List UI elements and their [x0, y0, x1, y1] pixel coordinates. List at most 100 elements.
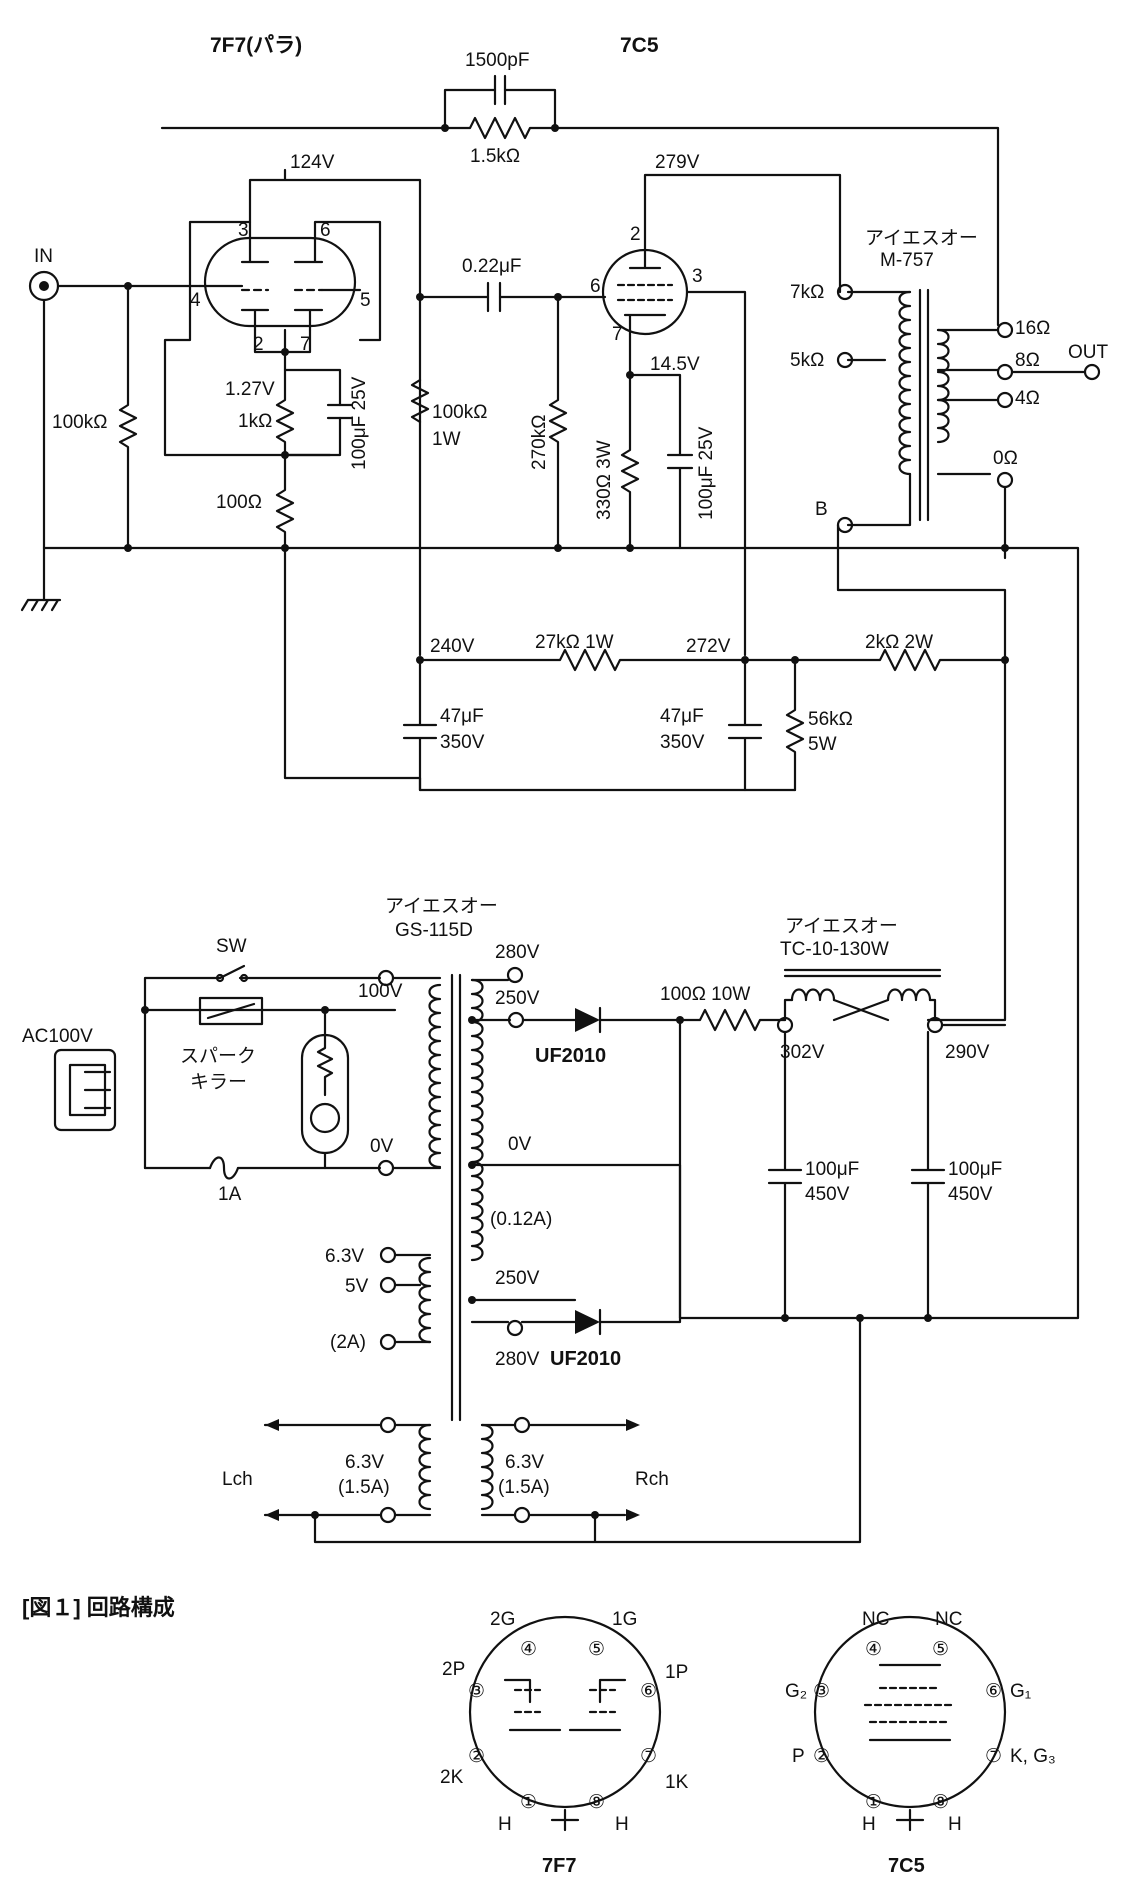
input-section: 100kΩ IN: [20, 246, 202, 612]
pin7c5-g2: G₂: [785, 1681, 807, 1702]
ot-primary-5k: 5kΩ: [790, 350, 824, 371]
mains-section: SW スパーク キラー 1A AC100V: [22, 936, 397, 1205]
pt-lch: Lch: [222, 1469, 253, 1490]
pin7f7-2g: 2G: [490, 1609, 515, 1630]
filter-c1-volt: 450V: [805, 1184, 850, 1205]
driver-plate-voltage: 124V: [290, 152, 335, 173]
pin7f7-n7: ⑦: [640, 1746, 657, 1767]
pt-current: (0.12A): [490, 1209, 552, 1230]
output-pin-7: 7: [612, 324, 623, 345]
rect-series-res: 100Ω 10W: [660, 984, 750, 1005]
pt-100v: 100V: [358, 981, 403, 1002]
ot-8ohm: 8Ω: [1015, 350, 1040, 371]
pt-250-bottom: 250V: [495, 1268, 540, 1289]
ot-primary-7k: 7kΩ: [790, 282, 824, 303]
output-cathode-network: 14.5V 330Ω 3W 100μF 25V: [594, 354, 717, 550]
pt-0v-primary: 0V: [370, 1136, 394, 1157]
pt-heater-5: 5V: [345, 1276, 369, 1297]
driver-fb-res: 100Ω: [216, 492, 262, 513]
pin7c5-n1: ①: [865, 1792, 882, 1813]
driver-pin-4: 4: [190, 290, 201, 311]
pin7f7-2k: 2K: [440, 1767, 464, 1788]
output-cathode-res: 330Ω 3W: [594, 440, 615, 520]
filter-290v: 290V: [945, 1042, 990, 1063]
pin7f7-name: 7F7: [542, 1855, 576, 1877]
decoupling-c2-value: 47μF: [660, 706, 704, 727]
b-plus-272: 272V: [686, 636, 731, 657]
pinout-7f7: ④ ⑤ ③ ⑥ ② ⑦ ① ⑧ 2G 1G 2P 1P 2K 1K H H 7F…: [440, 1609, 689, 1877]
pin7f7-n1: ①: [520, 1792, 537, 1813]
choke-maker: アイエスオー: [785, 916, 898, 937]
figure-caption: [図１] 回路構成: [22, 1595, 175, 1620]
input-grid-res-label: 100kΩ: [52, 412, 107, 433]
ot-model: M-757: [880, 250, 934, 271]
pt-heater-63: 6.3V: [325, 1246, 364, 1267]
pt-heater-l-amp: (1.5A): [338, 1477, 390, 1498]
output-pin-3: 3: [692, 266, 703, 287]
mains-switch-label: SW: [216, 936, 247, 957]
pin7f7-h1: H: [498, 1814, 512, 1835]
decoupling-2k: 2kΩ 2W: [865, 632, 933, 653]
ot-out-label: OUT: [1068, 342, 1109, 363]
pin7c5-g1: G₁: [1010, 1681, 1031, 1702]
pin7c5-n6: ⑥: [985, 1681, 1002, 1702]
choke-model: TC-10-130W: [780, 939, 889, 960]
output-cathode-voltage: 14.5V: [650, 354, 700, 375]
pin7f7-n8: ⑧: [588, 1792, 605, 1813]
pin7c5-p: P: [792, 1746, 805, 1767]
rectifier-filter: UF2010 UF2010 100Ω 10W アイエスオー TC-10-130W…: [520, 916, 1007, 1370]
coupling-cap-label: 0.22μF: [462, 256, 522, 277]
driver-cathode-cap: 100μF 25V: [349, 376, 370, 470]
pt-heater-r-amp: (1.5A): [498, 1477, 550, 1498]
feedback-cap-label: 1500pF: [465, 50, 529, 71]
pin7f7-n5: ⑤: [588, 1639, 605, 1660]
filter-c2-value: 100μF: [948, 1159, 1002, 1180]
filter-c1-value: 100μF: [805, 1159, 859, 1180]
output-pin-2: 2: [630, 224, 641, 245]
decoupling-56k-watt: 5W: [808, 734, 837, 755]
pin7f7-n2: ②: [468, 1746, 485, 1767]
decoupling-c1-volt: 350V: [440, 732, 485, 753]
pin7f7-1g: 1G: [612, 1609, 637, 1630]
output-transformer: アイエスオー M-757 7kΩ 5kΩ B 16Ω 8Ω 4Ω 0Ω OUT: [790, 228, 1109, 560]
pin7f7-1k: 1K: [665, 1772, 689, 1793]
coupling-network: 0.22μF 270kΩ: [416, 256, 607, 550]
decoupling-c2-volt: 350V: [660, 732, 705, 753]
driver-load-res: 100kΩ: [432, 402, 487, 423]
ac-input-label: AC100V: [22, 1026, 93, 1047]
output-plate-voltage: 279V: [655, 152, 700, 173]
driver-pin-2: 2: [253, 334, 264, 355]
decoupling-section: 240V 272V 27kΩ 1W 2kΩ 2W 47μF 350V 47μF …: [283, 546, 1009, 792]
pt-rch: Rch: [635, 1469, 669, 1490]
pin7c5-h2: H: [948, 1814, 962, 1835]
filter-302v: 302V: [780, 1042, 825, 1063]
driver-cathode-network: 1.27V 1kΩ 100μF 25V 100Ω 100kΩ 1W: [216, 350, 487, 550]
pin7f7-n6: ⑥: [640, 1681, 657, 1702]
b-plus-240: 240V: [430, 636, 475, 657]
pt-heater-r-volt: 6.3V: [505, 1452, 544, 1473]
ground-bus: [42, 523, 1080, 1320]
ot-16ohm: 16Ω: [1015, 318, 1050, 339]
rect-diode-2: UF2010: [550, 1348, 621, 1370]
pin7f7-n4: ④: [520, 1639, 537, 1660]
pin7c5-n7: ⑦: [985, 1746, 1002, 1767]
pin7c5-kg3: K, G₃: [1010, 1746, 1056, 1767]
fuse-label: 1A: [218, 1184, 242, 1205]
driver-pin-3: 3: [238, 220, 249, 241]
spark-killer-label-1: スパーク: [180, 1045, 256, 1067]
decoupling-27k: 27kΩ 1W: [535, 632, 614, 653]
pin7c5-name: 7C5: [888, 1855, 925, 1877]
input-jack-label: IN: [34, 246, 53, 267]
pin7f7-h2: H: [615, 1814, 629, 1835]
pt-model: GS-115D: [395, 920, 473, 941]
feedback-network: 1500pF 1.5kΩ: [160, 50, 1000, 327]
pt-250-top: 250V: [495, 988, 540, 1009]
pt-280-bottom: 280V: [495, 1349, 540, 1370]
power-transformer: アイエスオー GS-115D 280V 250V 100V 0V 0V (0.1…: [222, 896, 862, 1544]
decoupling-c1-value: 47μF: [440, 706, 484, 727]
pin7c5-nc1: NC: [862, 1609, 889, 1630]
driver-cathode-res: 1kΩ: [238, 411, 272, 432]
grid-res-label: 270kΩ: [529, 415, 550, 470]
filter-c2-volt: 450V: [948, 1184, 993, 1205]
